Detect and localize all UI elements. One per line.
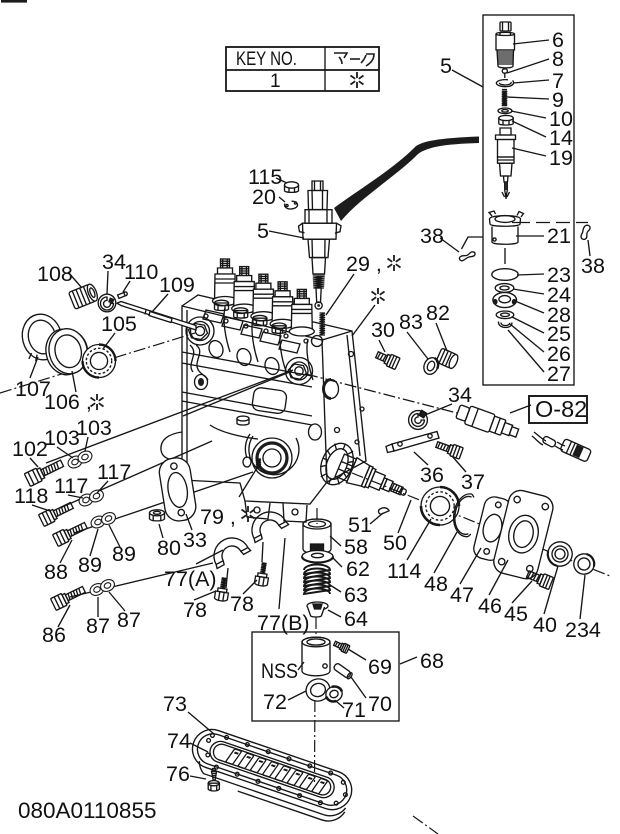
- svg-text:68: 68: [420, 649, 444, 673]
- svg-text:24: 24: [547, 283, 571, 307]
- svg-text:83: 83: [399, 310, 423, 334]
- svg-text:117: 117: [97, 460, 131, 484]
- svg-text:87: 87: [86, 614, 110, 638]
- svg-text:63: 63: [344, 583, 368, 607]
- svg-text:103: 103: [76, 416, 112, 440]
- svg-text:108: 108: [37, 262, 73, 286]
- svg-text:106 ,: 106 ,: [44, 390, 92, 414]
- svg-text:21: 21: [547, 224, 571, 248]
- svg-text:27: 27: [547, 362, 571, 386]
- svg-text:72: 72: [263, 690, 287, 714]
- svg-text:77(B): 77(B): [257, 611, 310, 635]
- svg-text:NSS: NSS: [261, 660, 298, 683]
- svg-text:50: 50: [383, 531, 407, 555]
- svg-text:87: 87: [117, 608, 141, 632]
- svg-text:45: 45: [504, 602, 528, 626]
- svg-text:19: 19: [549, 146, 573, 170]
- svg-text:25: 25: [547, 322, 571, 346]
- svg-text:29 ,: 29 ,: [346, 252, 382, 276]
- svg-text:23: 23: [547, 263, 571, 287]
- svg-text:110: 110: [124, 260, 158, 284]
- svg-text:234: 234: [565, 618, 601, 642]
- svg-text:103: 103: [44, 426, 80, 450]
- svg-text:86: 86: [42, 623, 66, 647]
- svg-text:10: 10: [549, 107, 573, 131]
- svg-text:38: 38: [420, 224, 444, 248]
- svg-text:71: 71: [342, 698, 366, 722]
- svg-text:34: 34: [102, 250, 126, 274]
- svg-text:47: 47: [450, 583, 474, 607]
- svg-text:74: 74: [167, 729, 191, 753]
- svg-text:109: 109: [159, 273, 195, 297]
- svg-text:38: 38: [581, 254, 605, 278]
- svg-text:34: 34: [448, 383, 472, 407]
- svg-text:76: 76: [166, 762, 190, 786]
- svg-text:6: 6: [552, 28, 564, 52]
- svg-text:80: 80: [157, 536, 181, 560]
- svg-text:1: 1: [270, 71, 281, 92]
- svg-text:48: 48: [424, 572, 448, 596]
- svg-text:69: 69: [368, 655, 392, 679]
- svg-text:115: 115: [248, 165, 282, 189]
- svg-text:28: 28: [547, 303, 571, 327]
- svg-text:37: 37: [461, 470, 485, 494]
- svg-text:080A0110855: 080A0110855: [18, 798, 156, 823]
- svg-text:14: 14: [549, 126, 573, 150]
- svg-text:64: 64: [344, 607, 368, 631]
- svg-text:89: 89: [78, 553, 102, 577]
- svg-text:117: 117: [54, 474, 88, 498]
- svg-text:62: 62: [346, 557, 370, 581]
- svg-text:70: 70: [368, 692, 392, 716]
- svg-text:5: 5: [440, 54, 452, 78]
- svg-text:5: 5: [257, 219, 269, 243]
- svg-text:58: 58: [344, 535, 368, 559]
- svg-text:40: 40: [533, 613, 557, 637]
- svg-text:7: 7: [552, 69, 564, 93]
- svg-text:26: 26: [547, 342, 571, 366]
- svg-text:30: 30: [371, 318, 395, 342]
- svg-text:105: 105: [101, 312, 137, 336]
- svg-text:118: 118: [14, 484, 48, 508]
- svg-text:46: 46: [478, 594, 502, 618]
- svg-text:79 ,: 79 ,: [200, 505, 236, 529]
- svg-text:78: 78: [230, 592, 254, 616]
- svg-text:51: 51: [348, 513, 372, 537]
- svg-text:9: 9: [552, 88, 564, 112]
- svg-text:89: 89: [112, 542, 136, 566]
- svg-text:36: 36: [420, 463, 444, 487]
- svg-text:114: 114: [387, 559, 421, 583]
- svg-text:O-82: O-82: [535, 396, 587, 422]
- svg-text:107: 107: [15, 377, 51, 401]
- svg-text:77(A): 77(A): [164, 567, 217, 591]
- svg-text:KEY NO.: KEY NO.: [236, 49, 297, 70]
- svg-text:88: 88: [44, 560, 68, 584]
- svg-text:33: 33: [183, 528, 207, 552]
- svg-text:20: 20: [252, 185, 276, 209]
- svg-text:82: 82: [426, 301, 450, 325]
- svg-text:73: 73: [163, 692, 187, 716]
- svg-text:102: 102: [12, 437, 48, 461]
- svg-text:8: 8: [552, 47, 564, 71]
- svg-text:78: 78: [183, 598, 207, 622]
